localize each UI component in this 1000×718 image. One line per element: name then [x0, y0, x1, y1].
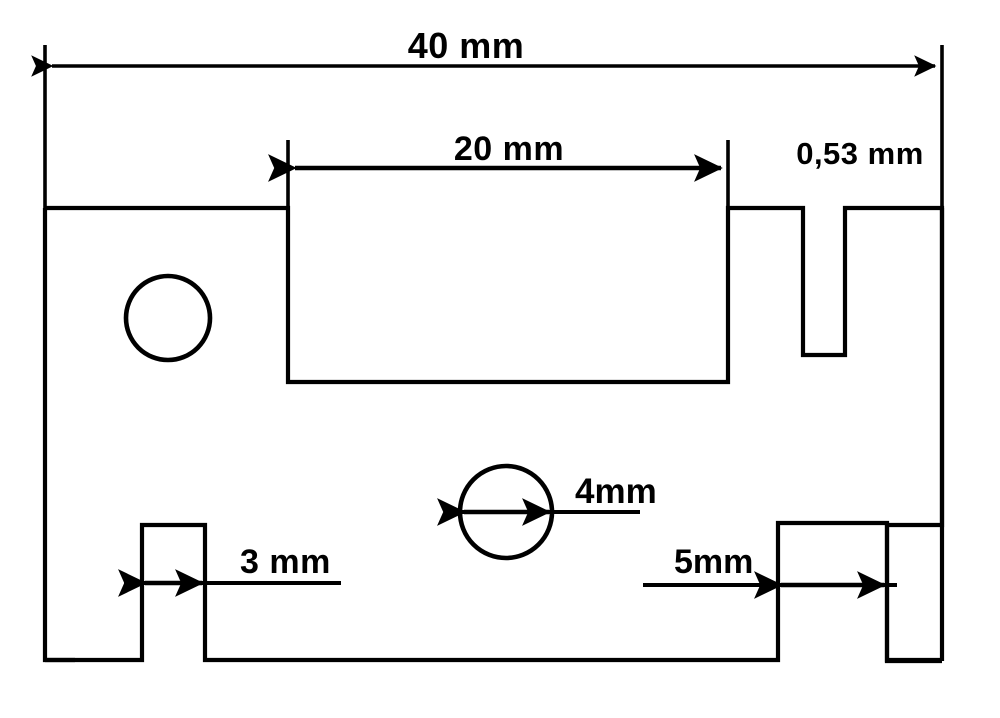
dim-label-overall-width: 40 mm	[408, 25, 525, 66]
dim-label-left-tab-width: 3 mm	[240, 543, 331, 581]
part-bottom-profile	[45, 520, 942, 664]
dim-label-right-tab-width: 5mm	[674, 543, 753, 581]
left-circular-hole	[123, 273, 213, 363]
dim-label-center-hole-diameter: 4mm	[575, 472, 657, 511]
dimension-pocket-width	[268, 140, 730, 208]
dimension-overall-width	[31, 45, 944, 208]
dim-label-slot-width: 0,53 mm	[796, 136, 924, 171]
dim-label-pocket-width: 20 mm	[454, 130, 564, 168]
